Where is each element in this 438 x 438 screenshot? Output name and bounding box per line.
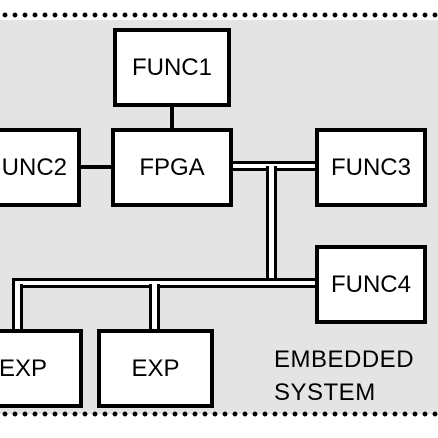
func4-label: FUNC4 bbox=[330, 270, 411, 298]
system-label-line2: SYSTEM bbox=[274, 379, 376, 406]
func4-block: FUNC4 bbox=[315, 245, 427, 324]
bus-to-func4 bbox=[271, 278, 318, 288]
fpga-label: FPGA bbox=[139, 153, 205, 181]
embedded-system-label: EMBEDDED SYSTEM bbox=[274, 343, 414, 409]
wire-fpga-func1 bbox=[170, 104, 174, 131]
bus-drop-exp-right bbox=[149, 284, 160, 332]
func1-block: FUNC1 bbox=[113, 28, 231, 107]
exp-block-right: EXP bbox=[97, 329, 214, 408]
bus-trunk bbox=[266, 166, 277, 288]
func2-block: UNC2 bbox=[0, 128, 81, 207]
exp-right-label: EXP bbox=[131, 354, 180, 382]
wire-func2-fpga bbox=[78, 165, 114, 169]
func3-label: FUNC3 bbox=[330, 153, 411, 181]
func3-block: FUNC3 bbox=[315, 128, 427, 207]
func2-label: UNC2 bbox=[1, 153, 67, 181]
bus-horizontal bbox=[12, 278, 274, 288]
system-label-line1: EMBEDDED bbox=[274, 346, 415, 373]
func1-label: FUNC1 bbox=[131, 53, 212, 81]
exp-block-left: EXP bbox=[0, 329, 83, 408]
exp-left-label: EXP bbox=[0, 354, 47, 382]
system-boundary-top bbox=[0, 12, 438, 18]
bus-drop-exp-left bbox=[12, 284, 23, 332]
system-boundary-bottom bbox=[0, 411, 438, 417]
fpga-block: FPGA bbox=[111, 128, 233, 207]
